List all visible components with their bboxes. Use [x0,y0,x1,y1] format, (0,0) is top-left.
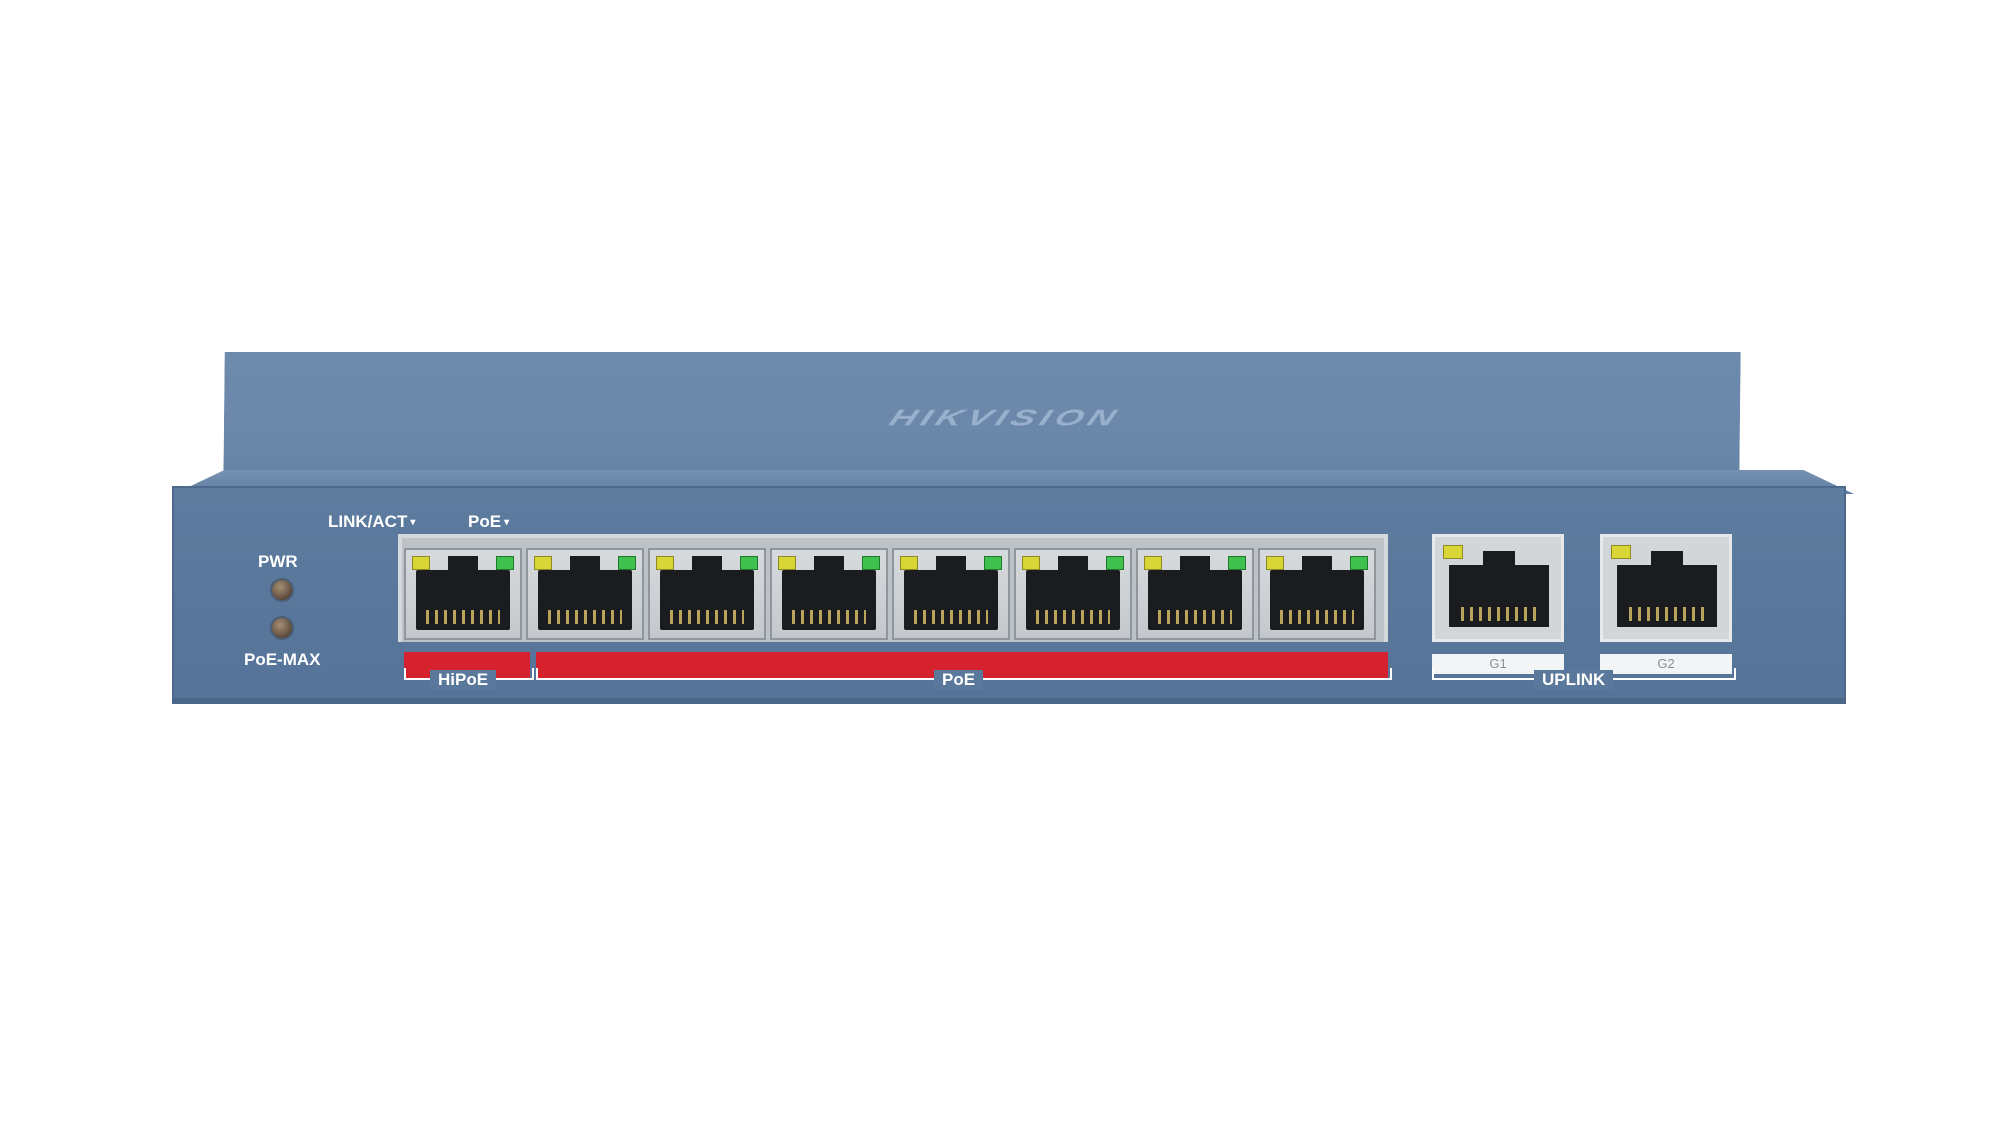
link-led-icon [412,556,430,570]
poe-led-icon [618,556,636,570]
link-led-icon [778,556,796,570]
link-led-icon [1443,545,1463,559]
rj45-socket-icon [1148,556,1242,630]
rj45-socket-icon [538,556,632,630]
poe-led-icon [1228,556,1246,570]
uplink-port-g1[interactable] [1432,534,1564,642]
rj45-port-2[interactable] [526,548,644,640]
uplink-port-g2[interactable] [1600,534,1732,642]
poe-led-icon [740,556,758,570]
rj45-port-7[interactable] [1136,548,1254,640]
poe-led-label: PoE▾ [468,512,510,531]
pwr-label: PWR [258,552,298,571]
rj45-socket-icon [416,556,510,630]
poe-led-icon [862,556,880,570]
link-led-icon [900,556,918,570]
poe-led-icon [496,556,514,570]
rj45-port-5[interactable] [892,548,1010,640]
pwr-led-icon [270,578,294,602]
rj45-socket-icon [1449,551,1549,627]
link-led-icon [656,556,674,570]
poe-max-label: PoE-MAX [244,650,321,669]
switch-base-edge [172,698,1846,704]
poe-group-label: PoE [934,670,984,690]
link-led-icon [1022,556,1040,570]
uplink-group-label: UPLINK [1534,670,1614,690]
poe-max-led-icon [270,616,294,640]
rj45-socket-icon [1617,551,1717,627]
rj45-port-6[interactable] [1014,548,1132,640]
rj45-socket-icon [660,556,754,630]
link-led-icon [1144,556,1162,570]
poe-led-icon [1106,556,1124,570]
rj45-port-4[interactable] [770,548,888,640]
link-led-icon [1611,545,1631,559]
rj45-socket-icon [1270,556,1364,630]
poe-led-icon [1350,556,1368,570]
poe-led-icon [984,556,1002,570]
hipoe-group-label: HiPoE [430,670,497,690]
rj45-socket-icon [782,556,876,630]
link-led-icon [1266,556,1284,570]
link-act-label: LINK/ACT▾ [328,512,416,531]
brand-logo: HIKVISION [885,404,1125,431]
rj45-port-1[interactable] [404,548,522,640]
link-led-icon [534,556,552,570]
rj45-port-3[interactable] [648,548,766,640]
rj45-socket-icon [1026,556,1120,630]
rj45-port-8[interactable] [1258,548,1376,640]
uplink-tag-label: G2 [1600,654,1732,674]
uplink-tag-label: G1 [1432,654,1564,674]
rj45-socket-icon [904,556,998,630]
